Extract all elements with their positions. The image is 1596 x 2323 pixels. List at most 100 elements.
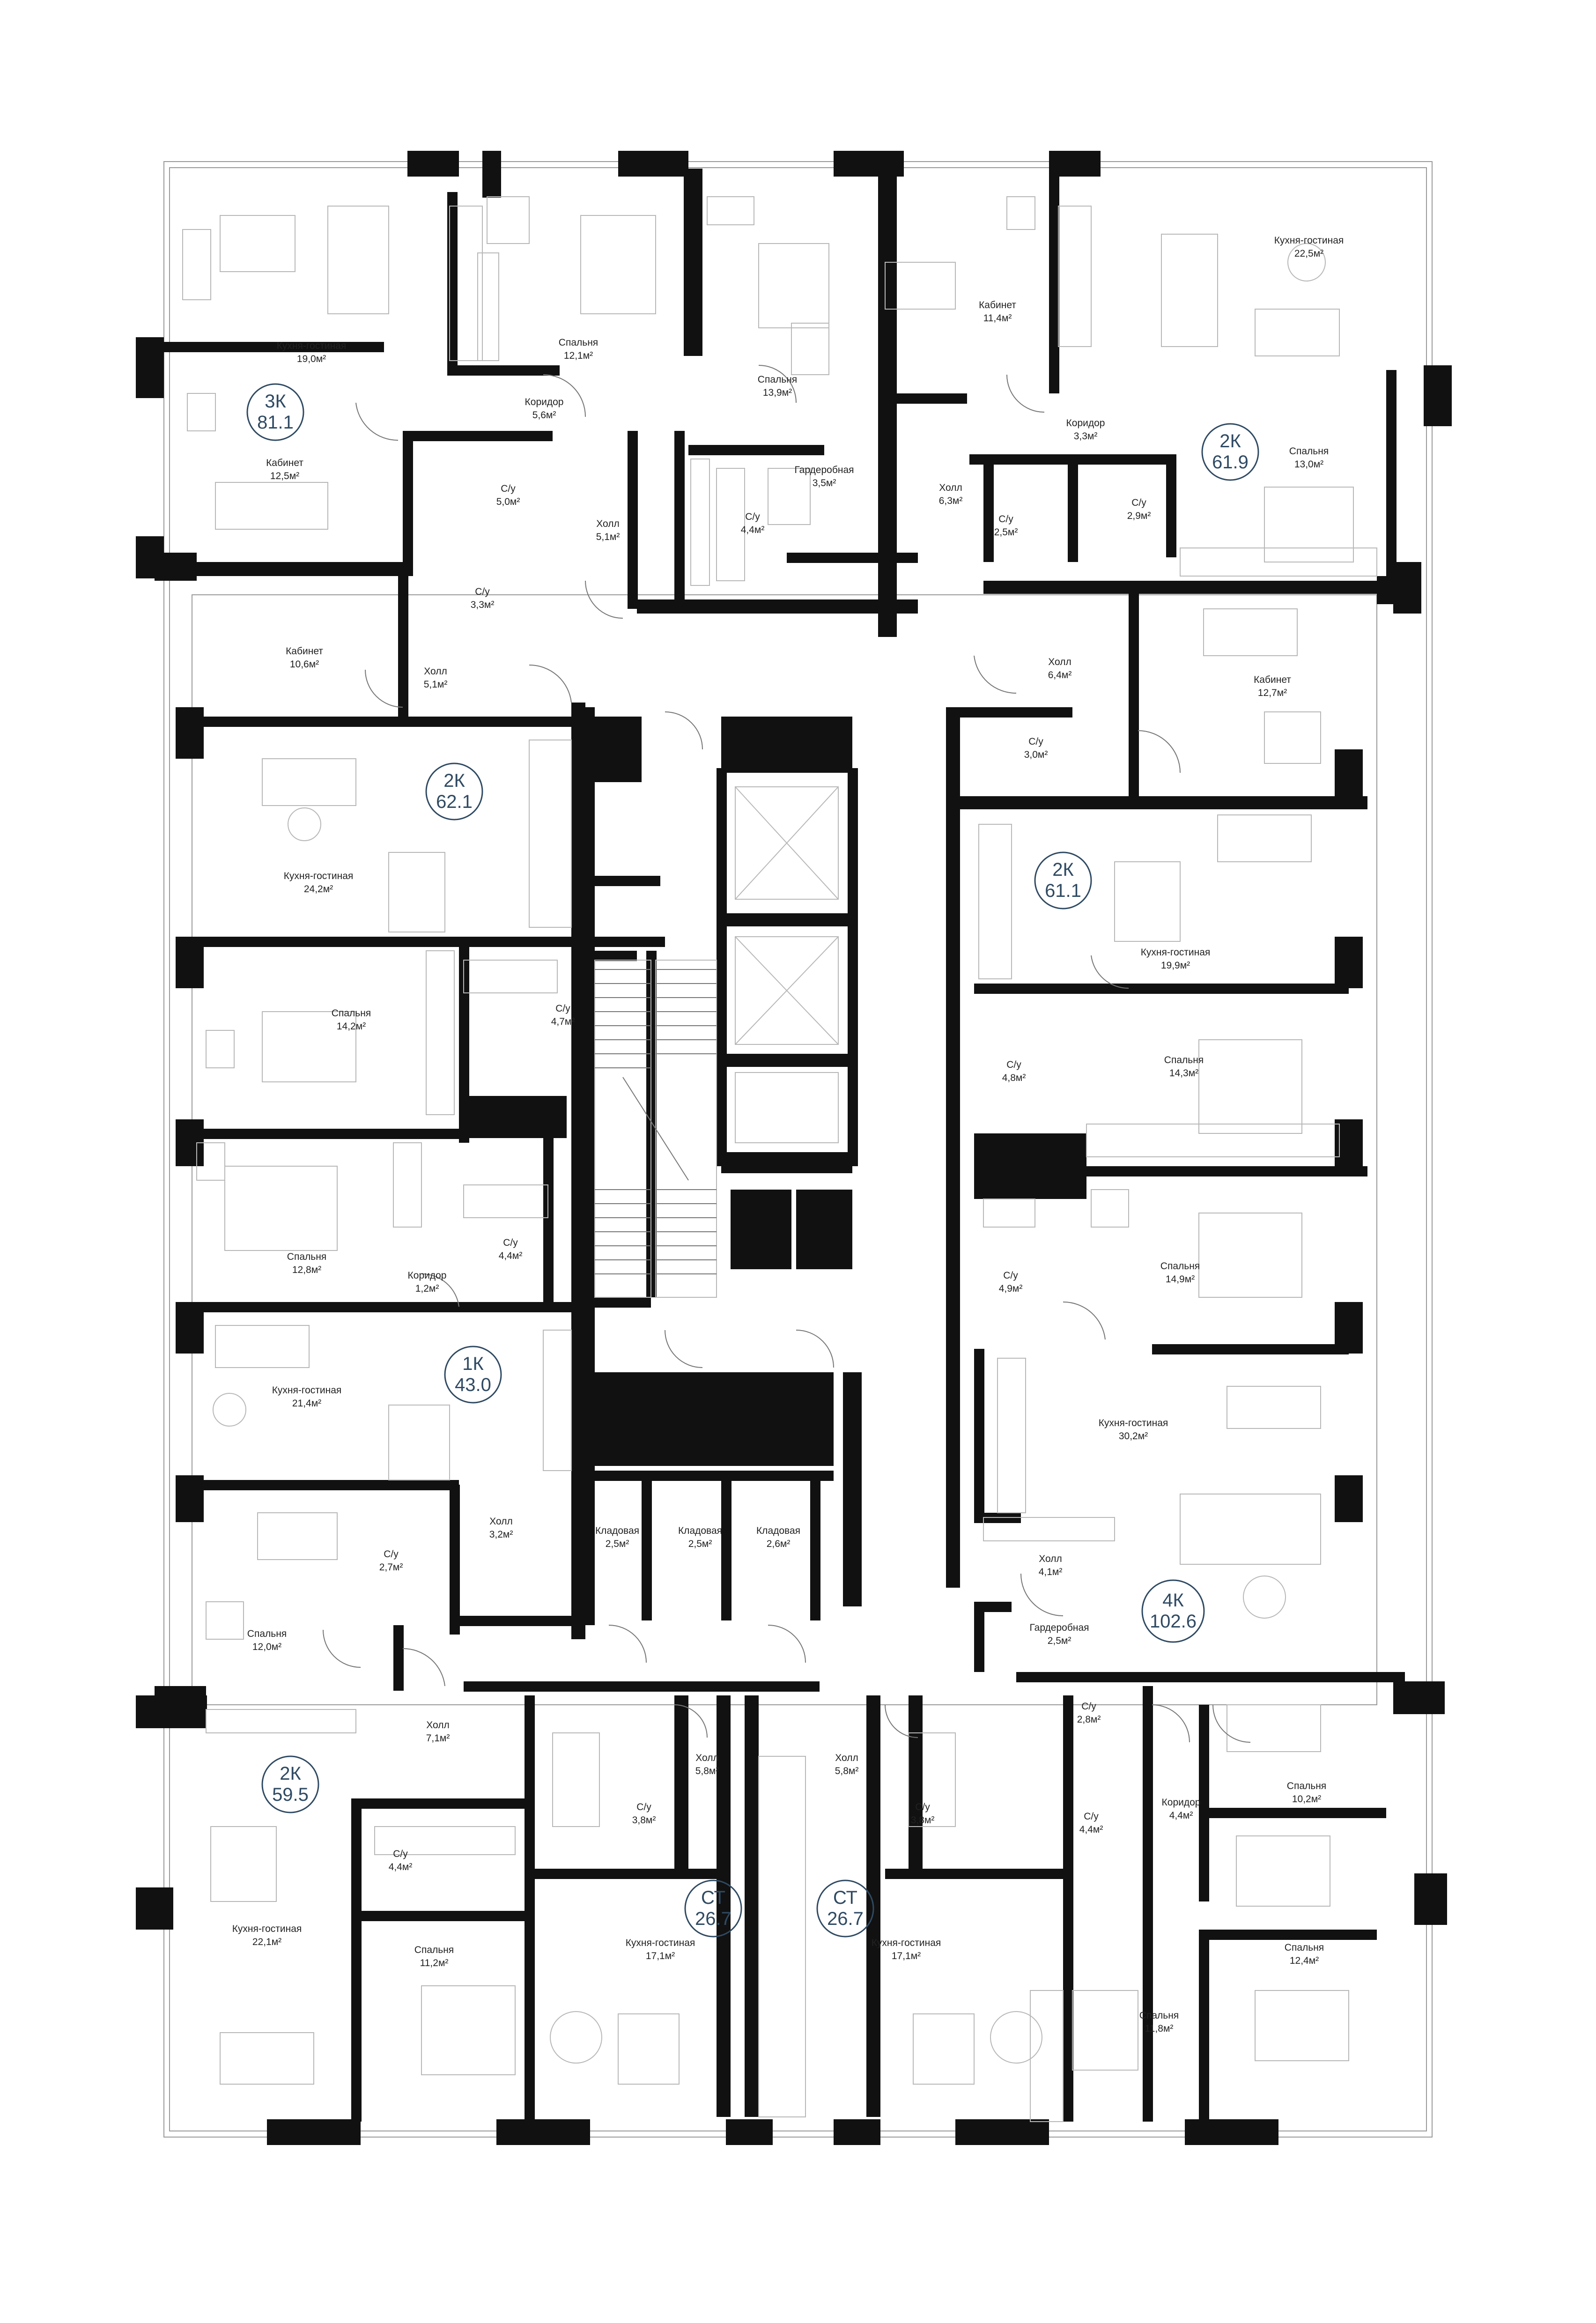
svg-text:12,5м²: 12,5м² <box>270 471 299 481</box>
svg-text:Кабинет: Кабинет <box>1254 674 1291 685</box>
svg-text:3,3м²: 3,3м² <box>1074 431 1098 442</box>
room-label: Коридор 4,4м² <box>1162 1797 1201 1821</box>
svg-text:Спальня: Спальня <box>758 374 797 385</box>
svg-text:Коридор: Коридор <box>1162 1797 1201 1808</box>
svg-text:Спальня: Спальня <box>559 337 598 348</box>
svg-text:14,3м²: 14,3м² <box>1169 1068 1198 1079</box>
room-label: Холл 6,3м² <box>939 482 963 506</box>
svg-text:10,6м²: 10,6м² <box>290 659 319 670</box>
svg-text:6,3м²: 6,3м² <box>939 496 963 506</box>
furniture <box>182 196 1377 2122</box>
room-label: С/у3,3м² <box>471 586 495 610</box>
svg-text:Кухня-гостиная: Кухня-гостиная <box>1274 235 1344 246</box>
svg-text:12,8м²: 12,8м² <box>292 1265 321 1275</box>
svg-text:4,4м²: 4,4м² <box>499 1250 523 1261</box>
apartment-area: 61.9 <box>1212 452 1249 473</box>
apartment-type: 2К <box>443 770 465 791</box>
svg-text:3,8м²: 3,8м² <box>632 1815 656 1826</box>
svg-text:Кухня-гостиная: Кухня-гостиная <box>272 1385 342 1396</box>
room-label: С/у4,7м² <box>551 1003 575 1027</box>
svg-text:С/у: С/у <box>1006 1059 1021 1070</box>
room-label: С/у2,5м² <box>994 514 1018 538</box>
svg-text:Гардеробная: Гардеробная <box>794 465 854 475</box>
svg-text:4,8м²: 4,8м² <box>1002 1073 1026 1083</box>
apartment-type: 4К <box>1162 1590 1184 1611</box>
room-label: С/у4,4м² <box>1079 1811 1103 1835</box>
apartment-area: 59.5 <box>272 1784 309 1805</box>
staircase <box>594 786 839 1298</box>
svg-text:13,9м²: 13,9м² <box>763 387 792 398</box>
svg-text:5,0м²: 5,0м² <box>496 496 520 507</box>
svg-text:5,1м²: 5,1м² <box>596 532 620 542</box>
svg-text:Спальня: Спальня <box>1160 1261 1200 1272</box>
svg-text:17,1м²: 17,1м² <box>892 1951 921 1961</box>
svg-text:2,9м²: 2,9м² <box>1127 510 1151 521</box>
apartment-type: 1К <box>462 1354 484 1374</box>
room-label: С/у5,0м² <box>496 483 520 507</box>
svg-text:Кладовая: Кладовая <box>678 1525 722 1536</box>
room-label: Спальня 13,9м² <box>758 374 797 398</box>
svg-text:4,4м²: 4,4м² <box>1169 1810 1193 1821</box>
apartment-badge: 2К 61.1 <box>1034 851 1092 910</box>
svg-text:2,8м²: 2,8м² <box>1077 1714 1101 1725</box>
svg-text:С/у: С/у <box>636 1802 651 1813</box>
svg-text:19,0м²: 19,0м² <box>297 354 326 364</box>
svg-text:2,5м²: 2,5м² <box>688 1539 712 1549</box>
room-label: С/у 4,8м² <box>1002 1059 1026 1083</box>
svg-text:24,2м²: 24,2м² <box>304 884 333 895</box>
apartment-badge: СТ 26.7 <box>684 1879 742 1938</box>
svg-text:С/у: С/у <box>1003 1270 1018 1281</box>
svg-text:13,0м²: 13,0м² <box>1294 459 1323 470</box>
svg-text:2,5м²: 2,5м² <box>1048 1635 1071 1646</box>
room-label: С/у2,7м² <box>379 1549 403 1573</box>
svg-text:11,4м²: 11,4м² <box>983 313 1012 324</box>
svg-text:Холл: Холл <box>596 518 620 529</box>
svg-text:22,1м²: 22,1м² <box>252 1937 281 1947</box>
svg-text:4,4м²: 4,4м² <box>389 1862 413 1872</box>
outer-facade <box>163 161 1433 2138</box>
apartment-badges: 3К 81.1 2К 61.9 2К 62.1 2К 61.1 1К 43.0 … <box>246 383 1259 1938</box>
svg-text:Холл: Холл <box>939 482 962 493</box>
room-label: С/у4,4м² <box>499 1237 523 1261</box>
svg-text:4,4м²: 4,4м² <box>1079 1824 1103 1835</box>
apartment-area: 26.7 <box>827 1909 864 1929</box>
svg-text:Спальня: Спальня <box>1139 2010 1179 2021</box>
svg-text:Коридор: Коридор <box>408 1270 447 1281</box>
apartment-area: 61.1 <box>1045 880 1081 901</box>
svg-text:2,5м²: 2,5м² <box>606 1539 629 1549</box>
svg-text:С/у: С/у <box>393 1849 408 1859</box>
svg-text:12,0м²: 12,0м² <box>252 1642 281 1652</box>
apartment-area: 26.7 <box>695 1909 732 1929</box>
apartment-badge: 3К 81.1 <box>246 383 304 441</box>
svg-text:Коридор: Коридор <box>1066 418 1105 429</box>
svg-text:Кухня-гостиная: Кухня-гостиная <box>1141 947 1211 958</box>
room-label: С/у3,0м² <box>1024 736 1048 760</box>
svg-text:3,8м²: 3,8м² <box>911 1815 935 1826</box>
apartment-area: 102.6 <box>1150 1611 1197 1632</box>
svg-text:2,5м²: 2,5м² <box>994 527 1018 538</box>
room-label: С/у4,9м² <box>999 1270 1023 1294</box>
door-swings <box>323 365 1251 1743</box>
svg-text:4,1м²: 4,1м² <box>1039 1567 1063 1577</box>
svg-text:Гардеробная: Гардеробная <box>1029 1622 1089 1633</box>
room-label: С/у4,4м² <box>741 511 765 535</box>
svg-text:С/у: С/у <box>1028 736 1043 747</box>
svg-text:Спальня: Спальня <box>1164 1055 1204 1065</box>
svg-text:14,2м²: 14,2м² <box>337 1021 366 1032</box>
svg-text:Кухня-гостиная: Кухня-гостиная <box>626 1938 695 1948</box>
